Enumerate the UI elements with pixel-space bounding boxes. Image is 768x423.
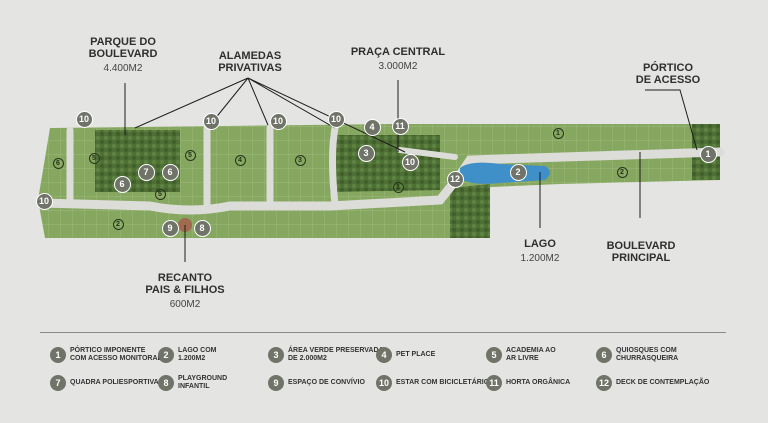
map-marker-5: 5 (88, 152, 100, 164)
map-marker-6: 6 (113, 175, 131, 193)
callout-recanto-title: RECANTO PAIS & FILHOS (145, 272, 225, 296)
legend-label: PÓRTICO IMPONENTE COM ACESSO MONITORADO (70, 347, 169, 362)
map-marker-8: 8 (193, 219, 211, 237)
legend-label: PET PLACE (396, 351, 436, 358)
callout-parque-title: PARQUE DO BOULEVARD (88, 36, 158, 60)
site-plan-map (37, 77, 725, 262)
legend-number: 7 (50, 375, 66, 391)
callout-lago: LAGO 1.200M2 (508, 238, 572, 265)
legend-label: LAGO COM 1.200M2 (178, 347, 217, 362)
callout-alamedas: ALAMEDAS PRIVATIVAS (205, 50, 295, 74)
callout-praca-area: 3.000M2 (378, 61, 418, 72)
map-marker-1: 1 (699, 145, 717, 163)
legend-item-9: 9 ESPAÇO DE CONVÍVIO (268, 375, 365, 391)
map-marker-7: 7 (137, 163, 155, 181)
lake (460, 162, 550, 184)
map-marker-5: 5 (184, 149, 196, 161)
callout-portico-title: PÓRTICO DE ACESSO (635, 62, 701, 86)
map-marker-9: 9 (161, 219, 179, 237)
legend-number: 5 (486, 347, 502, 363)
legend-label: ESTAR COM BICICLETÁRIO (396, 379, 490, 386)
legend-item-4: 4 PET PLACE (376, 347, 435, 363)
callout-recanto: RECANTO PAIS & FILHOS 600M2 (140, 272, 230, 311)
legend-number: 10 (376, 375, 392, 391)
map-marker-10: 10 (269, 112, 287, 130)
legend-item-1: 1 PÓRTICO IMPONENTE COM ACESSO MONITORADO (50, 347, 168, 363)
legend-item-5: 5 ACADEMIA AO AR LIVRE (486, 347, 556, 363)
map-marker-10: 10 (327, 110, 345, 128)
roads (37, 124, 725, 215)
map-marker-2: 2 (509, 163, 527, 181)
map-marker-1: 1 (392, 181, 404, 193)
callout-portico: PÓRTICO DE ACESSO (628, 62, 708, 86)
legend-label: HORTA ORGÂNICA (506, 379, 571, 386)
map-marker-2: 2 (112, 218, 124, 230)
callout-boulevard-title: BOULEVARD PRINCIPAL (606, 240, 676, 264)
map-marker-3: 3 (357, 144, 375, 162)
legend-label: ÁREA VERDE PRESERVADA DE 2.000M2 (288, 347, 384, 362)
legend-number: 12 (596, 375, 612, 391)
legend-item-7: 7 QUADRA POLIESPORTIVA (50, 375, 159, 391)
callout-lago-title: LAGO (524, 238, 556, 250)
legend-label: QUIOSQUES COM CHURRASQUEIRA (616, 347, 679, 362)
map-marker-12: 12 (446, 170, 464, 188)
legend-item-12: 12 DECK DE CONTEMPLAÇÃO (596, 375, 709, 391)
legend-number: 3 (268, 347, 284, 363)
map-marker-1: 1 (552, 127, 564, 139)
map-marker-10: 10 (35, 192, 53, 210)
callout-lago-area: 1.200M2 (520, 253, 560, 264)
legend-number: 4 (376, 347, 392, 363)
callout-recanto-area: 600M2 (169, 299, 201, 310)
legend-item-6: 6 QUIOSQUES COM CHURRASQUEIRA (596, 347, 678, 363)
legend-item-2: 2 LAGO COM 1.200M2 (158, 347, 217, 363)
legend-label: DECK DE CONTEMPLAÇÃO (616, 379, 710, 386)
legend-label: ACADEMIA AO AR LIVRE (506, 347, 556, 362)
legend: 1 PÓRTICO IMPONENTE COM ACESSO MONITORADO… (40, 332, 726, 391)
map-marker-3: 3 (294, 154, 306, 166)
map-marker-10: 10 (401, 153, 419, 171)
callout-alamedas-title: ALAMEDAS PRIVATIVAS (218, 50, 282, 74)
legend-number: 9 (268, 375, 284, 391)
legend-label: QUADRA POLIESPORTIVA (70, 379, 159, 386)
legend-item-3: 3 ÁREA VERDE PRESERVADA DE 2.000M2 (268, 347, 384, 363)
map-marker-4: 4 (363, 118, 381, 136)
legend-number: 2 (158, 347, 174, 363)
leader-lines (124, 77, 698, 262)
callout-parque: PARQUE DO BOULEVARD 4.400M2 (78, 36, 168, 75)
map-marker-10: 10 (202, 112, 220, 130)
map-marker-11: 11 (391, 117, 409, 135)
legend-number: 8 (158, 375, 174, 391)
legend-item-10: 10 ESTAR COM BICICLETÁRIO (376, 375, 489, 391)
legend-label: PLAYGROUND INFANTIL (178, 375, 228, 390)
map-marker-6: 6 (52, 157, 64, 169)
map-marker-2: 2 (616, 166, 628, 178)
map-marker-4: 4 (234, 154, 246, 166)
legend-label: ESPAÇO DE CONVÍVIO (288, 379, 365, 386)
legend-number: 6 (596, 347, 612, 363)
callout-boulevard: BOULEVARD PRINCIPAL (596, 240, 686, 264)
map-marker-5: 5 (154, 188, 166, 200)
legend-number: 1 (50, 347, 66, 363)
callout-praca-title: PRAÇA CENTRAL (350, 46, 446, 58)
map-marker-6: 6 (161, 163, 179, 181)
legend-item-11: 11 HORTA ORGÂNICA (486, 375, 570, 391)
legend-item-8: 8 PLAYGROUND INFANTIL (158, 375, 227, 391)
callout-parque-area: 4.400M2 (103, 63, 143, 74)
callout-praca: PRAÇA CENTRAL 3.000M2 (348, 46, 448, 73)
legend-number: 11 (486, 375, 502, 391)
map-marker-10: 10 (75, 110, 93, 128)
